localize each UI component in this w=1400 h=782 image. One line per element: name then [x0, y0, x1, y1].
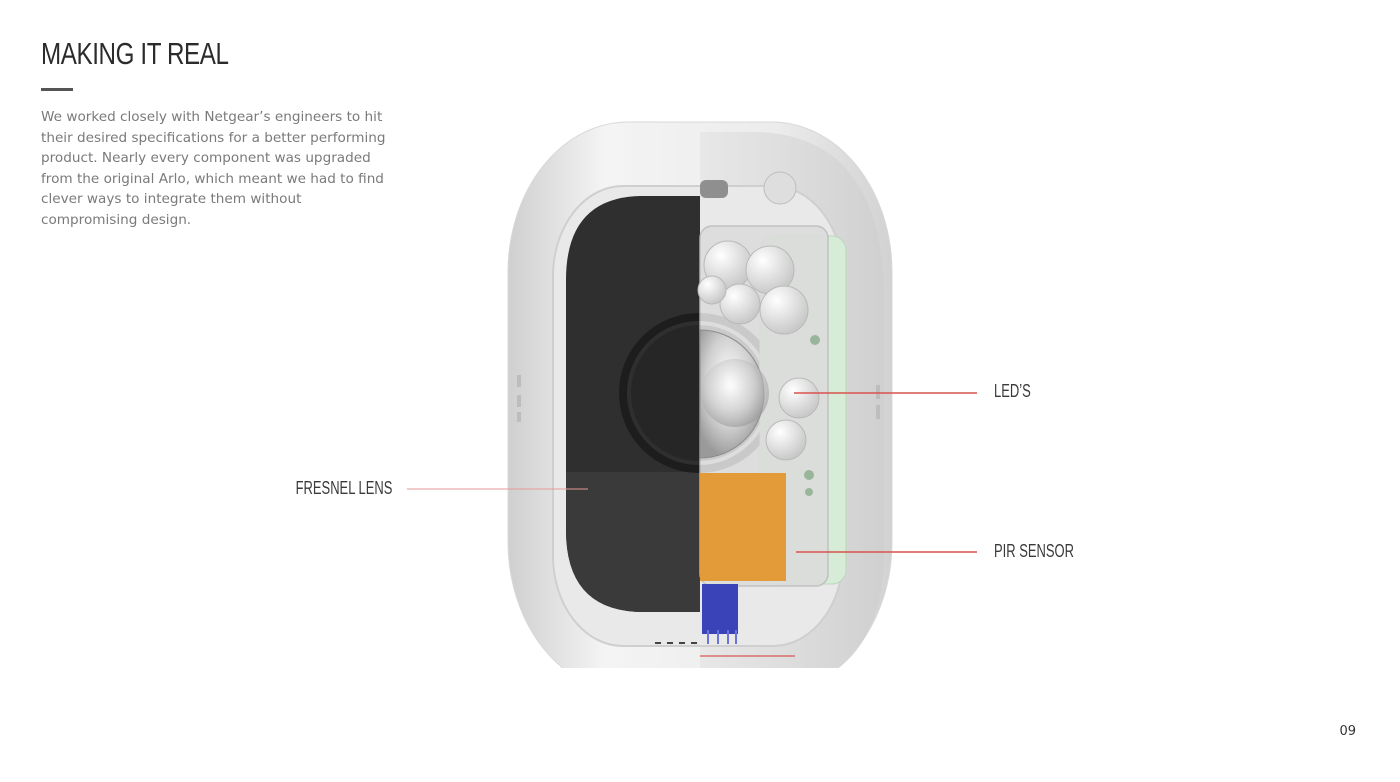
body-paragraph: We worked closely with Netgear’s enginee… [41, 109, 386, 228]
callout-leds: LED’s [994, 381, 1031, 401]
slide-title: Making it real [41, 36, 229, 71]
callout-pir-sensor: PIR Sensor [994, 541, 1074, 561]
title-underline [41, 88, 73, 91]
pir-sensor [700, 473, 786, 581]
callout-fresnel-lens: Fresnel Lens [295, 478, 392, 498]
page-number: 09 [1339, 724, 1356, 739]
connector [702, 584, 738, 634]
led-cluster [697, 240, 820, 461]
